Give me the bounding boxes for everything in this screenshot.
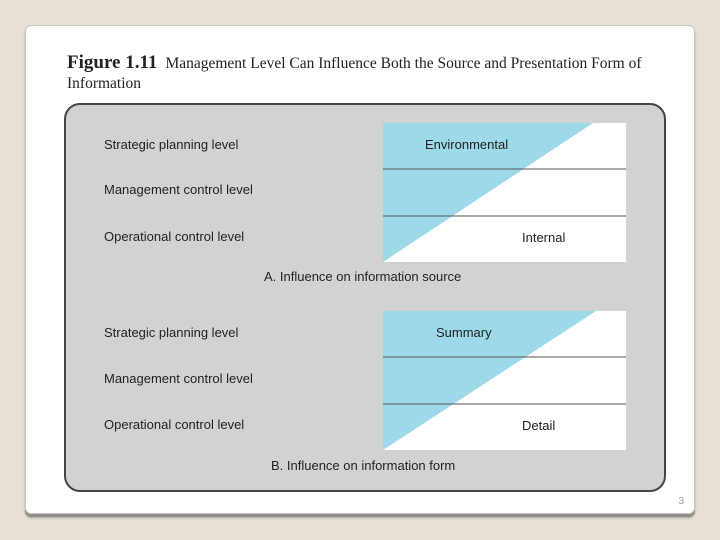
section-a-top-label: Environmental (425, 137, 509, 152)
section-b-level-operational: Operational control level (104, 417, 245, 432)
section-a-bottom-label: Internal (522, 230, 566, 245)
section-b-caption: B. Influence on information form (271, 458, 456, 473)
slide: Figure 1.11 Management Level Can Influen… (25, 25, 695, 514)
section-b-form-box (383, 311, 626, 450)
section-b-level-strategic: Strategic planning level (104, 325, 239, 340)
figure-number: Figure 1.11 (67, 52, 158, 73)
page-number: 3 (678, 496, 684, 507)
section-b-top-label: Summary (436, 325, 492, 340)
section-a-level-operational: Operational control level (104, 229, 245, 244)
section-a-source-box (383, 123, 626, 262)
section-a-level-strategic: Strategic planning level (104, 137, 239, 152)
figure-title: Figure 1.11 Management Level Can Influen… (67, 53, 677, 94)
section-b-bottom-label: Detail (522, 418, 556, 433)
figure-caption: Management Level Can Influence Both the … (67, 55, 642, 92)
section-a-diagonal-fill (383, 123, 593, 262)
section-b-diagonal-fill (383, 311, 596, 450)
section-b-level-management: Management control level (104, 371, 253, 386)
section-a-level-management: Management control level (104, 182, 253, 197)
section-a-caption: A. Influence on information source (264, 269, 462, 284)
